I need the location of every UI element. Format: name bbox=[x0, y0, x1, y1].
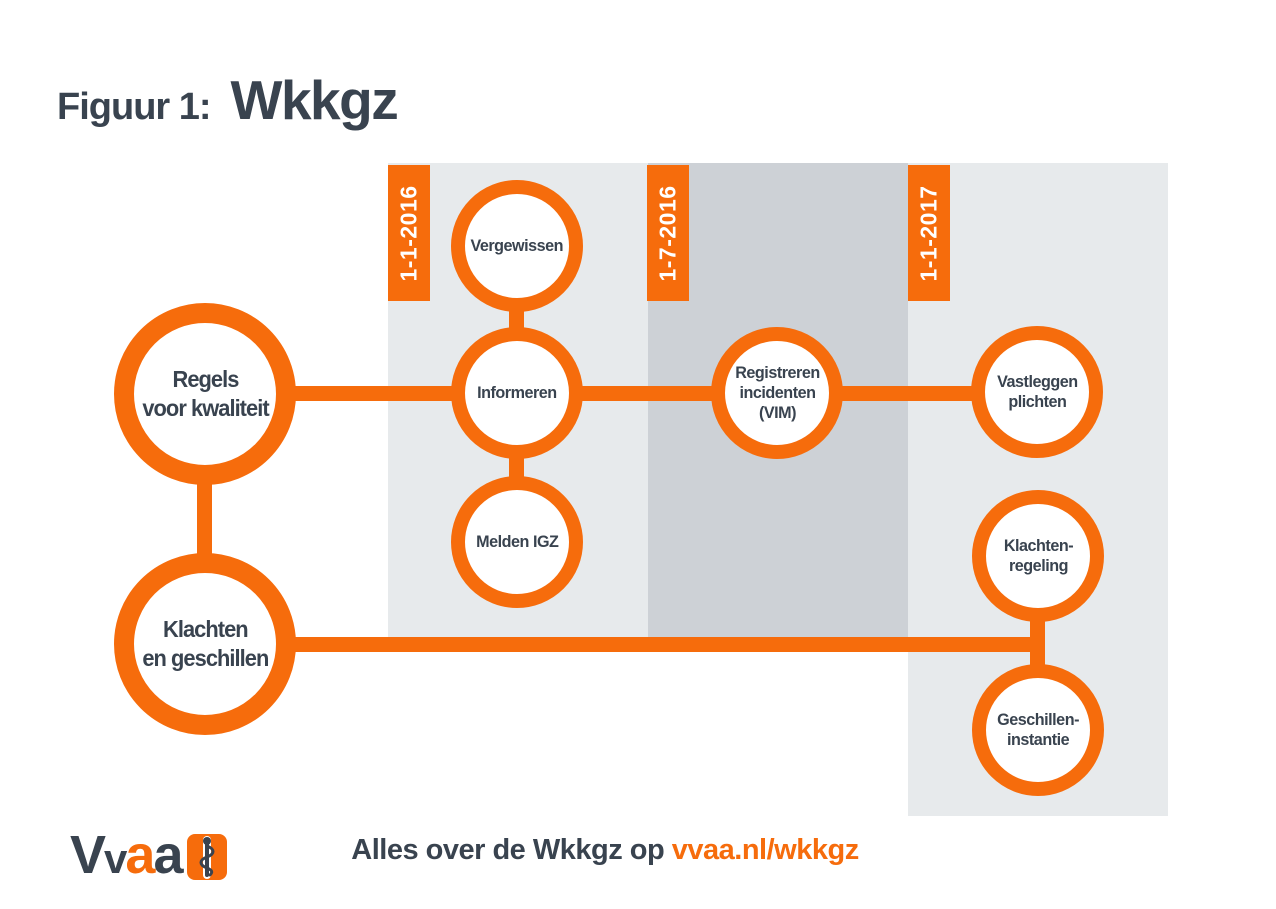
figure-number: Figuur 1: bbox=[57, 86, 212, 128]
page-title: Figuur 1: Wkkgz bbox=[57, 68, 399, 132]
logo-letter: a bbox=[153, 825, 183, 885]
node-vergewissen: Vergewissen bbox=[451, 180, 583, 312]
footer-tagline: Alles over de Wkkgz op vvaa.nl/wkkgz bbox=[0, 834, 1210, 867]
node-klachtenregeling: Klachten- regeling bbox=[972, 490, 1104, 622]
node-registreren-incidenten-vim: Registreren incidenten (VIM) bbox=[711, 327, 843, 459]
logo-letter: v bbox=[104, 835, 127, 882]
date-tag-label: 1-1-2016 bbox=[395, 184, 422, 282]
date-tag-label: 1-1-2017 bbox=[915, 184, 942, 282]
logo-letter: V bbox=[70, 825, 106, 885]
node-vastleggen-plichten: Vastleggen plichten bbox=[971, 326, 1103, 458]
node-label: Regels voor kwaliteit bbox=[141, 366, 269, 421]
node-informeren: Informeren bbox=[451, 327, 583, 459]
date-tag-1-7-2016: 1-7-2016 bbox=[647, 165, 689, 301]
node-label: Informeren bbox=[477, 382, 557, 402]
node-label: Registreren incidenten (VIM) bbox=[734, 362, 820, 423]
date-tag-label: 1-7-2016 bbox=[654, 184, 681, 282]
footer-text: Alles over de Wkkgz op bbox=[351, 834, 665, 866]
logo-letter: a bbox=[125, 825, 155, 885]
node-regels-voor-kwaliteit: Regels voor kwaliteit bbox=[114, 303, 296, 485]
node-label: Melden IGZ bbox=[475, 531, 559, 551]
footer-link[interactable]: vvaa.nl/wkkgz bbox=[671, 834, 859, 866]
node-melden-igz: Melden IGZ bbox=[451, 476, 583, 608]
node-label: Vergewissen bbox=[470, 235, 564, 255]
aesculapius-staff-icon bbox=[187, 834, 228, 884]
figure-title: Wkkgz bbox=[230, 69, 399, 131]
node-label: Vastleggen plichten bbox=[996, 371, 1078, 411]
node-label: Geschillen- instantie bbox=[997, 709, 1079, 749]
connector-klachten-geschillen-rail bbox=[205, 637, 1038, 652]
date-tag-1-1-2016: 1-1-2016 bbox=[388, 165, 430, 301]
node-label: Klachten- regeling bbox=[1003, 535, 1073, 575]
node-label: Klachten en geschillen bbox=[141, 616, 269, 671]
node-klachten-en-geschillen: Klachten en geschillen bbox=[114, 553, 296, 735]
date-tag-1-1-2017: 1-1-2017 bbox=[908, 165, 950, 301]
node-geschilleninstantie: Geschillen- instantie bbox=[972, 664, 1104, 796]
